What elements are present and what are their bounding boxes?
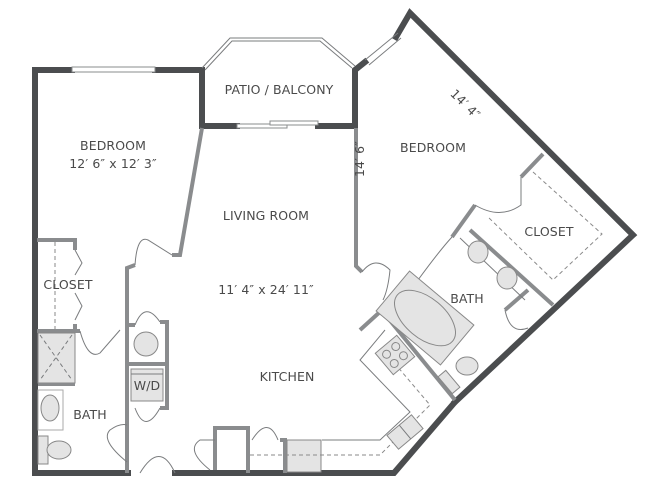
kitchen-sink [386,414,424,450]
patio-door[interactable] [236,123,288,129]
exterior-walls [32,8,638,476]
toilet-bath-1 [46,440,72,460]
label-patio: PATIO / BALCONY [224,82,334,97]
label-bedroom-1: BEDROOM [80,138,146,153]
label-bath-2: BATH [450,291,484,306]
sink-bath-2b [496,266,518,290]
refrigerator [286,439,322,473]
dim-bedroom-1: 12′ 6″ x 12′ 3″ [69,156,157,171]
label-washer-dryer: W/D [133,378,161,393]
interior-walls [37,127,555,473]
door-swings [74,177,529,474]
window-bedroom-2 [364,32,399,61]
patio-railing [201,37,356,71]
label-bedroom-2: BEDROOM [400,140,466,155]
sink-bath-2a [467,240,489,264]
closet-shelves [54,171,603,330]
toilet-bath-2 [455,356,479,376]
range [374,334,416,376]
windows [71,32,402,129]
water-heater [133,331,159,357]
label-living-room: LIVING ROOM [222,208,310,223]
dim-living-room: 11′ 4″ x 24′ 11″ [218,282,314,297]
dim-bedroom-2-vertical: 14′ 6″ [352,141,367,177]
label-bath-1: BATH [73,407,107,422]
sink-bath-1 [40,394,60,422]
label-closet-2: CLOSET [524,224,574,239]
fixtures [37,237,526,473]
label-closet-1: CLOSET [43,277,93,292]
bathtub [375,270,475,366]
window-bedroom-1 [71,66,156,73]
label-kitchen: KITCHEN [259,369,315,384]
